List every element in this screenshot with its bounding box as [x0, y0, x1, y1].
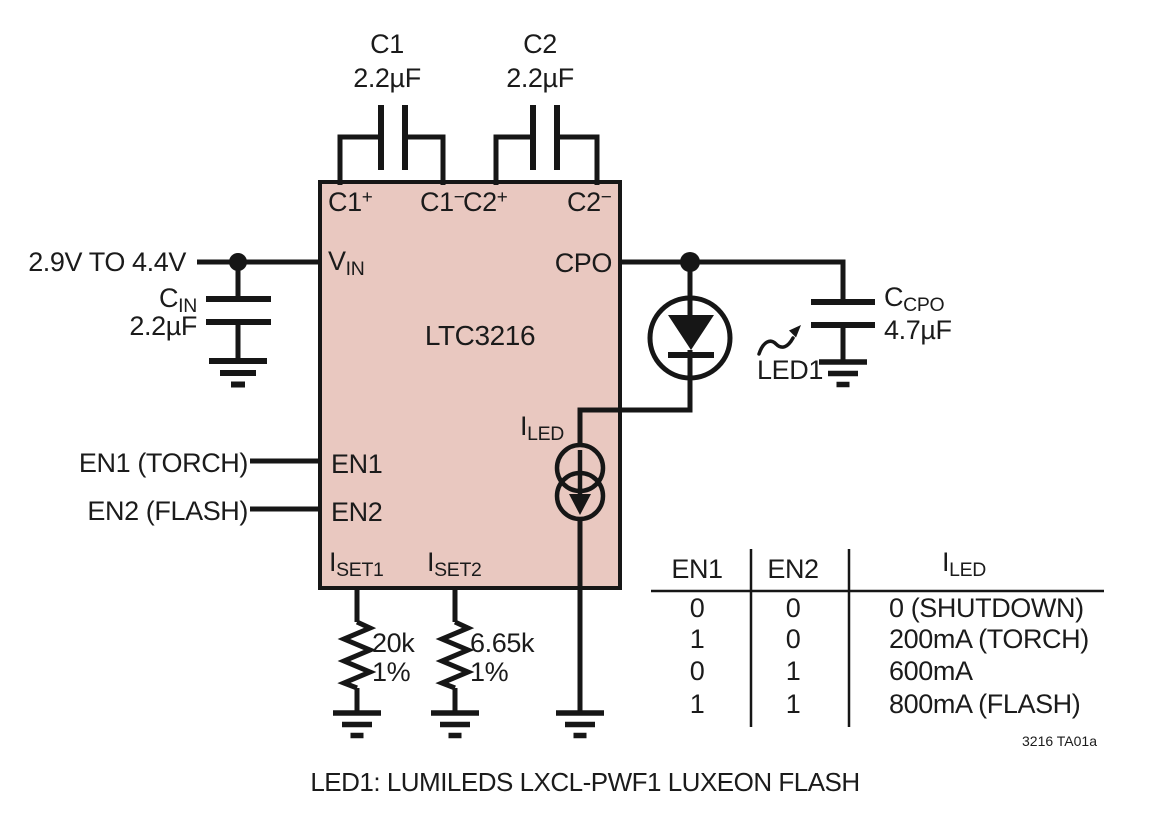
wire: [408, 134, 446, 185]
junction-dot: [680, 252, 700, 272]
pin-text: I: [329, 547, 337, 577]
pin-sub: SET1: [336, 558, 384, 581]
pin-sub: IN: [345, 257, 365, 280]
current-source-icon: [554, 442, 606, 522]
truth-table-cell: 1: [785, 689, 801, 719]
truth-table-cell: 1: [689, 624, 705, 654]
ground-icon: [556, 713, 604, 736]
ground-icon: [209, 361, 267, 385]
pin-text: C1: [328, 187, 362, 217]
ic-pin-c2-plus: C2+: [463, 187, 508, 217]
truth-table-header-en2: EN2: [767, 554, 819, 584]
pin-sub: SET2: [434, 558, 482, 581]
truth-table-cell: 0 (SHUTDOWN): [889, 593, 1084, 623]
led1-ref-label: LED1: [757, 355, 823, 385]
ic-pin-vin: VIN: [328, 246, 365, 279]
pin-sup: +: [496, 187, 508, 209]
pin-text: C1: [420, 187, 454, 217]
truth-table-cell: 600mA: [889, 656, 973, 686]
pin-sub: LED: [527, 422, 565, 445]
pin-text: C2: [463, 187, 497, 217]
pin-sup: −: [453, 187, 465, 209]
truth-table-cell: 0: [785, 593, 801, 623]
pin-text: I: [520, 411, 528, 441]
truth-table-cell: 800mA (FLASH): [889, 689, 1081, 719]
ground-icon: [333, 713, 381, 736]
ccpo-ref-sub: CPO: [903, 293, 945, 316]
c2-ref-label: C2: [523, 29, 557, 59]
table-rules: [651, 549, 1104, 727]
ground-icon: [819, 362, 867, 385]
c1-value-label: 2.2µF: [353, 63, 421, 93]
wire: [337, 134, 378, 185]
pin-text: V: [328, 246, 346, 276]
truth-table-header-en1: EN1: [671, 554, 723, 584]
led-icon: [647, 295, 733, 381]
squiggle-arrow-icon: [757, 325, 801, 356]
schematic-caption: LED1: LUMILEDS LXCL-PWF1 LUXEON FLASH: [310, 767, 860, 797]
pin-sup: −: [600, 187, 612, 209]
ccpo-ref-label: CCPO: [884, 282, 945, 315]
ic-pin-c1-plus: C1+: [328, 187, 373, 217]
header-text: I: [941, 547, 950, 577]
wire: [560, 134, 600, 185]
wire: [620, 259, 846, 299]
truth-table-cell: 1: [689, 689, 705, 719]
ic-pin-en1: EN1: [331, 449, 383, 479]
supply-label: 2.9V TO 4.4V: [28, 247, 186, 277]
truth-table-cell: 0: [785, 624, 801, 654]
c2-value-label: 2.2µF: [506, 63, 574, 93]
cin-ref-label: CIN: [159, 283, 197, 316]
resistor-icon: [435, 619, 475, 691]
ic-pin-cpo: CPO: [554, 248, 613, 278]
ic-body: [318, 180, 622, 590]
rset2-tolerance-label: 1%: [470, 657, 509, 687]
rset1-value-label: 20k: [372, 628, 415, 658]
ic-pin-iled: ILED: [520, 411, 564, 444]
cin-ref-sub: IN: [178, 294, 197, 317]
truth-table-cell: 1: [785, 656, 801, 686]
rset1-tolerance-label: 1%: [372, 657, 411, 687]
truth-table-cell: 0: [689, 593, 705, 623]
ic-pin-c2-minus: C2−: [567, 187, 612, 217]
rset2-value-label: 6.65k: [470, 628, 535, 658]
cin-value-label: 2.2µF: [129, 311, 197, 341]
truth-table-cell: 200mA (TORCH): [889, 624, 1089, 654]
capacitor-plates: [206, 105, 875, 328]
cin-ref-main: C: [159, 283, 179, 313]
wire: [493, 134, 530, 185]
ccpo-value-label: 4.7µF: [884, 315, 952, 345]
pin-text: I: [427, 547, 435, 577]
pin-sup: +: [361, 187, 373, 209]
pin-text: C2: [567, 187, 601, 217]
figure-id-label: 3216 TA01a: [1022, 733, 1097, 749]
resistor-icon: [337, 619, 377, 691]
en1-input-label: EN1 (TORCH): [78, 448, 249, 478]
ic-pin-iset1: ISET1: [329, 547, 384, 580]
ground-icon: [431, 713, 479, 736]
ccpo-ref-main: C: [884, 282, 904, 312]
ic-name-label: LTC3216: [424, 320, 536, 351]
en2-input-label: EN2 (FLASH): [87, 496, 248, 526]
ic-pin-en2: EN2: [331, 497, 383, 527]
ic-pin-c1-minus: C1−: [420, 187, 465, 217]
ic-pin-iset2: ISET2: [427, 547, 482, 580]
truth-table-cell: 0: [689, 656, 705, 686]
truth-table-header-iled: ILED: [941, 547, 986, 580]
c1-ref-label: C1: [370, 29, 404, 59]
junction-dot: [229, 253, 247, 271]
header-sub: LED: [949, 558, 987, 581]
